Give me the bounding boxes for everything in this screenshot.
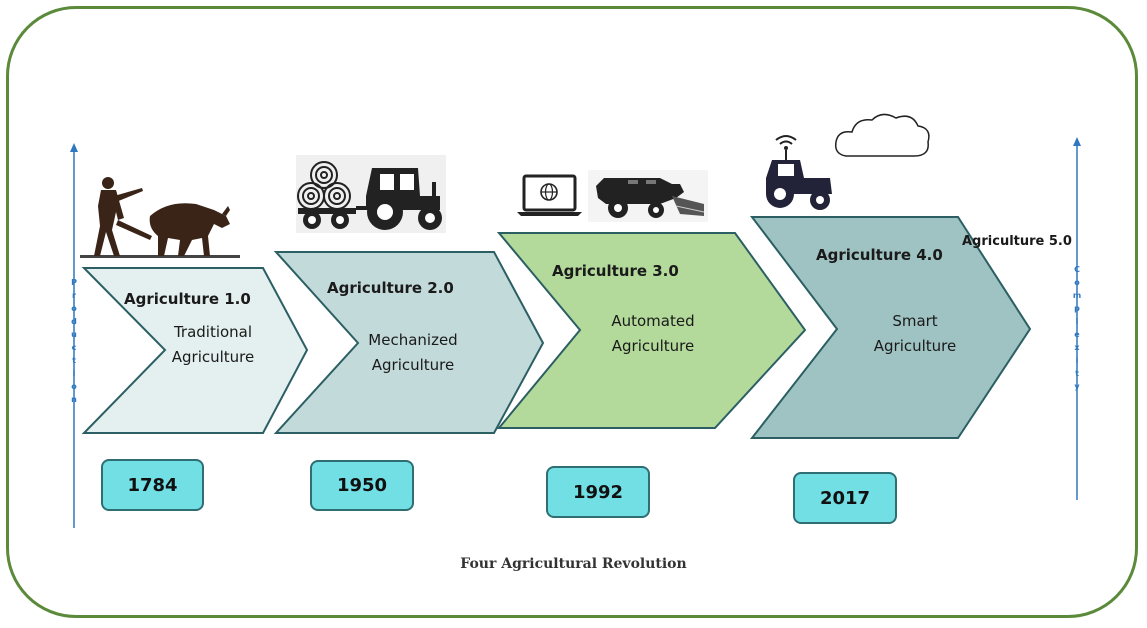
production-axis-label-char: t [72,356,76,365]
production-axis-label-char: r [72,291,76,300]
stage-1-description-line-1: Traditional [173,323,253,341]
complexity-axis-label-char: m [1072,291,1082,300]
stage-2-description: Mechanized Agriculture [348,328,478,378]
year-badge-3: 1992 [546,466,650,518]
production-axis-label-char: P [71,278,77,287]
complexity-axis-label-char: i [1075,356,1079,365]
stage-1-description-line-2: Agriculture [171,348,255,366]
production-axis-label-char: o [71,304,77,313]
production-axis-label-char: d [71,317,77,326]
stage-3-description-line-2: Agriculture [611,337,695,355]
complexity-axis-label-char: l [1075,317,1079,326]
production-axis [70,143,78,528]
hay-bales-tractor-icon [296,155,446,233]
stage-2-description-line-1: Mechanized [368,331,458,349]
farmer-plough-ox-icon [80,177,240,258]
production-axis-label-char: i [72,369,76,378]
diagram-frame [6,6,1138,618]
stage-4-description: Smart Agriculture [850,309,980,359]
stage-2-title: Agriculture 2.0 [327,279,454,297]
stage-3-description: Automated Agriculture [588,309,718,359]
chevron-stage-4 [749,216,1032,439]
production-axis-label-char: c [71,343,77,352]
complexity-axis-label-char: t [1075,369,1079,378]
year-badge-2: 1950 [310,460,414,511]
stage-4-description-line-2: Agriculture [873,337,957,355]
complexity-axis-label-char: o [1074,278,1080,287]
chevron-stage-3 [496,232,807,429]
production-axis-label-char: u [71,330,77,339]
complexity-axis [1073,137,1081,500]
year-badge-1: 1784 [101,459,204,511]
diagram-caption: Four Agricultural Revolution [460,556,687,572]
stage-4-description-line-1: Smart [892,312,938,330]
complexity-axis-label-char: y [1074,382,1080,391]
stage-4-title: Agriculture 4.0 [816,246,943,264]
stage-2-description-line-2: Agriculture [371,356,455,374]
stage-3-description-line-1: Automated [611,312,695,330]
complexity-axis-label-char: x [1074,343,1080,352]
stage-1-title: Agriculture 1.0 [124,290,251,308]
complexity-axis-label-char: C [1074,265,1080,274]
stage-1-description: Traditional Agriculture [148,320,278,370]
stage-3-title: Agriculture 3.0 [552,262,679,280]
production-axis-label-char: o [71,382,77,391]
production-axis-label-char: n [71,395,77,404]
chevron-stage-2 [273,251,545,434]
year-badge-4: 2017 [793,472,897,524]
laptop-globe-icon [517,174,582,216]
complexity-axis-label-char: e [1074,330,1080,339]
next-stage-label: Agriculture 5.0 [962,234,1072,249]
combine-harvester-icon [588,170,708,222]
cloud-icon [834,113,930,157]
smart-tractor-icon [766,135,832,210]
chevron-stage-1 [81,267,309,434]
complexity-axis-label-char: p [1074,304,1080,313]
